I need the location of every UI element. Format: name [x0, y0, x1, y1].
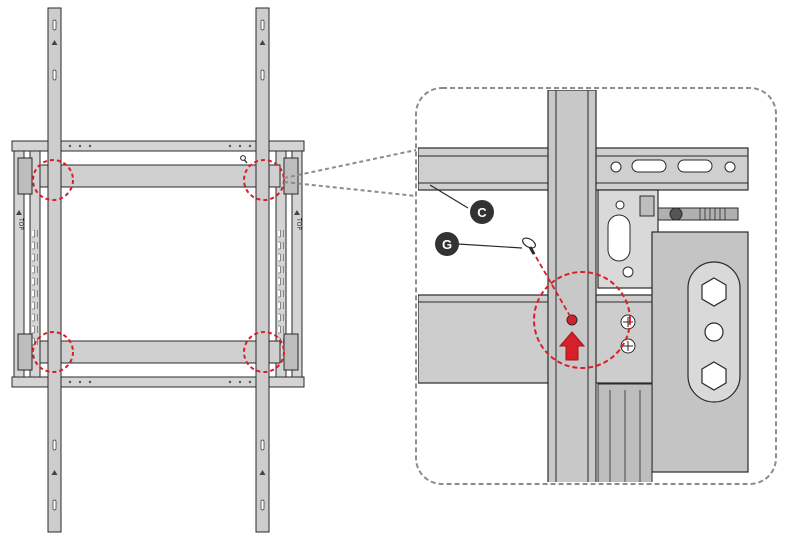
rail-label-right: TOP: [295, 217, 302, 230]
highlight-top-right: [243, 159, 285, 201]
screw-hole: [566, 314, 578, 326]
rail-label-left: TOP: [17, 217, 24, 230]
screw-trajectory: [531, 249, 571, 317]
insert-arrow-icon: [558, 331, 586, 361]
screw-g-icon: [522, 237, 536, 255]
detail-view: C G: [415, 87, 777, 485]
overview-assembly: TOP TOP: [11, 7, 417, 533]
detail-vertical-rail: [547, 90, 597, 482]
wall-plate-frame: TOP TOP: [11, 140, 305, 388]
callout-c: C: [429, 184, 494, 224]
svg-text:G: G: [442, 237, 452, 252]
detail-bracket: [597, 189, 749, 482]
callout-g: G: [435, 232, 523, 256]
highlight-bottom-right: [243, 331, 285, 373]
horizontal-rails: [17, 157, 299, 371]
screw-icon: [240, 155, 248, 164]
vertical-rails: [47, 7, 270, 533]
highlight-bottom-left: [32, 331, 74, 373]
highlight-top-left: [32, 159, 74, 201]
detail-highlight-circle: [533, 271, 631, 369]
svg-text:C: C: [477, 205, 487, 220]
highlight-circles: [32, 159, 285, 373]
detail-leader-lines: [283, 149, 417, 197]
side-screw-icons: [620, 314, 636, 354]
